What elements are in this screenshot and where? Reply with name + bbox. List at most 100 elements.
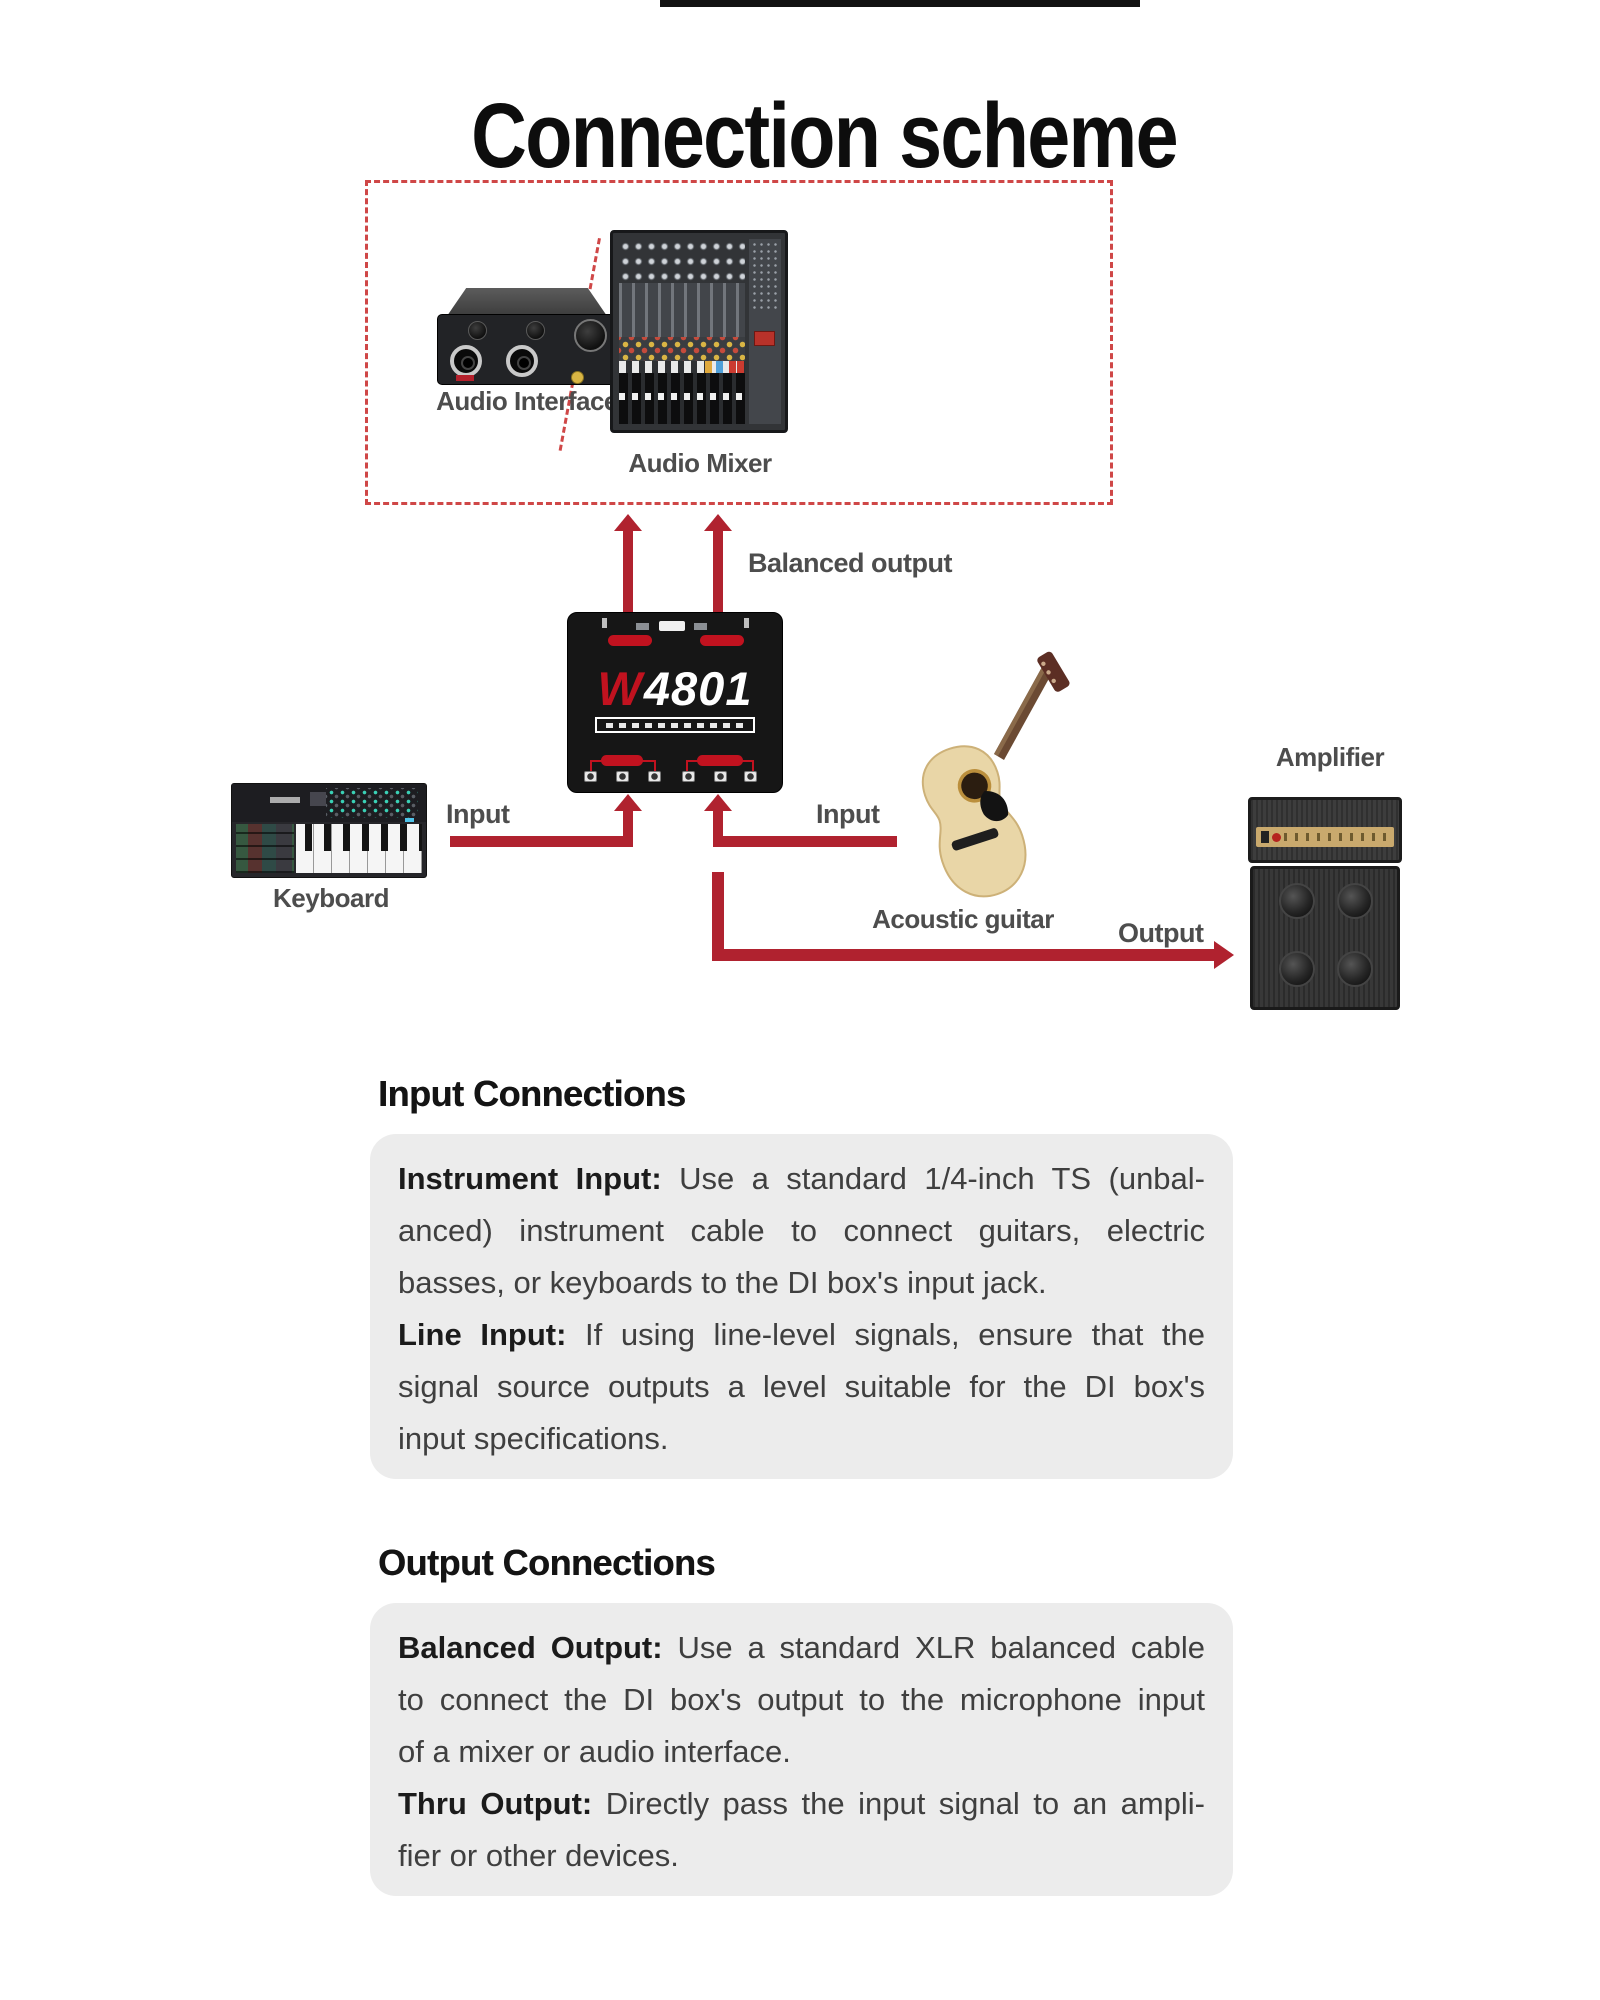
section-heading: Input Connections [378,1073,686,1114]
guitar-headstock [1037,651,1070,692]
monitor-button-icon [571,371,584,384]
balanced-output-arrowhead-icon [704,514,732,531]
amplifier-control-strip [1256,827,1394,847]
amplifier-cabinet-image [1250,866,1400,1010]
gain-knob-icon [526,321,545,340]
page-title: Connection scheme [471,84,1178,187]
volume-knob-icon [574,319,607,352]
mixer-channel-area [619,239,745,424]
keyboard-input-arrow-shaft [450,836,633,847]
jack-icon [616,771,629,782]
switch-label-mark [694,623,707,630]
jack-icon [584,771,597,782]
keyboard-display [310,792,326,806]
mixer-eq-strips [619,283,745,337]
gain-knob-icon [468,321,487,340]
text-line: Balanced Output: Use a standard XLR bala… [398,1630,1205,1665]
audio-interface-lid [447,288,607,316]
mixer-master-knobs [751,241,779,311]
xlr-output-label-pill [700,635,744,646]
mixer-button-row [619,361,745,373]
acoustic-guitar-label: Acoustic guitar [872,904,1054,934]
text-line: Line Input: If using line-level signals,… [398,1317,1206,1352]
text-line: of a mixer or audio interface. [398,1734,791,1769]
section-heading: Output Connections [378,1542,715,1583]
mixer-red-button [737,361,745,373]
keyboard-keys [296,824,422,873]
text-line: basses, or keyboards to the DI box's inp… [398,1265,1047,1300]
balanced-output-label: Balanced output [748,548,953,578]
amplifier-head-image [1248,797,1402,863]
text-lead-in: Instrument Input: [398,1161,662,1196]
panel-marking [744,618,749,628]
switch-label-mark [636,623,649,630]
keyboard-input-arrow-shaft [623,810,633,847]
keyboard-control-panel [232,784,426,822]
di-box-image: W4801 [567,612,783,793]
mixer-color-knobs [619,337,745,361]
guitar-input-arrowhead-icon [704,794,732,811]
balanced-output-arrow-shaft [713,531,723,613]
text-line: input specifications. [398,1421,669,1456]
guitar-soundhole [957,769,992,803]
speaker-icon [1279,883,1315,919]
thru-label-pill [697,755,743,766]
ground-lift-switch-icon [659,621,685,631]
mixer-yellow-button [704,361,712,373]
audio-mixer-image [610,230,788,433]
destination-group-outline [365,180,1113,505]
text-lead-in: Line Input: [398,1317,567,1352]
jack-icon [648,771,661,782]
mixer-blue-button [716,361,724,373]
panel-marking [602,618,607,628]
keyboard-button-grid [326,788,418,818]
keyboard-brand-mark [270,797,300,803]
balanced-output-arrowhead-icon [614,514,642,531]
input-label-left: Input [446,799,510,829]
di-box-logo-mark: W [597,662,643,715]
mixer-master-section [749,239,781,424]
speaker-icon [1337,883,1373,919]
xlr-output-label-pill [608,635,652,646]
combo-jack-icon [450,345,482,377]
mixer-knob-rows [619,239,745,283]
top-crop-bar [660,0,1140,7]
di-box-model-number: W4801 [597,662,753,715]
keyboard-image [231,783,427,878]
section-text-box: Balanced Output: Use a standard XLR bala… [370,1603,1233,1896]
amplifier-power-light [1272,833,1281,842]
keyboard-pads [236,824,294,873]
text-line: anced) instrument cable to connect guita… [398,1213,1205,1248]
combo-jack-icon [506,345,538,377]
amplifier-power-switch [1261,831,1269,843]
input-label-right: Input [816,799,880,829]
jack-icon [714,771,727,782]
text-line: Thru Output: Directly pass the input sig… [398,1786,1205,1821]
guitar-input-arrow-shaft [713,810,723,847]
guitar-pickguard [980,790,1009,822]
thru-output-arrow-shaft [712,872,724,960]
text-line: to connect the DI box's output to the mi… [398,1682,1205,1717]
amplifier-label: Amplifier [1275,742,1385,772]
audio-interface-front [437,314,617,385]
mixer-faders [619,373,745,424]
text-line: fier or other devices. [398,1838,679,1873]
thru-output-arrow-shaft [712,949,1214,961]
brand-logo-mark [456,375,474,381]
text-lead-in: Balanced Output: [398,1630,663,1665]
mixer-display [754,331,775,346]
keyboard-pitch-light [405,818,414,822]
audio-mixer-label: Audio Mixer [628,448,772,478]
text-line: signal source outputs a level suitable f… [398,1369,1205,1404]
guitar-bridge [951,828,999,851]
section-text-box: Instrument Input: Use a standard 1/4-inc… [370,1134,1233,1479]
guitar-input-arrow-shaft [713,836,897,847]
di-box-name-strip [595,717,755,733]
output-label: Output [1118,918,1204,948]
speaker-icon [1279,951,1315,987]
text-lead-in: Thru Output: [398,1786,593,1821]
keyboard-input-arrowhead-icon [614,794,642,811]
input-label-pill [601,755,643,766]
